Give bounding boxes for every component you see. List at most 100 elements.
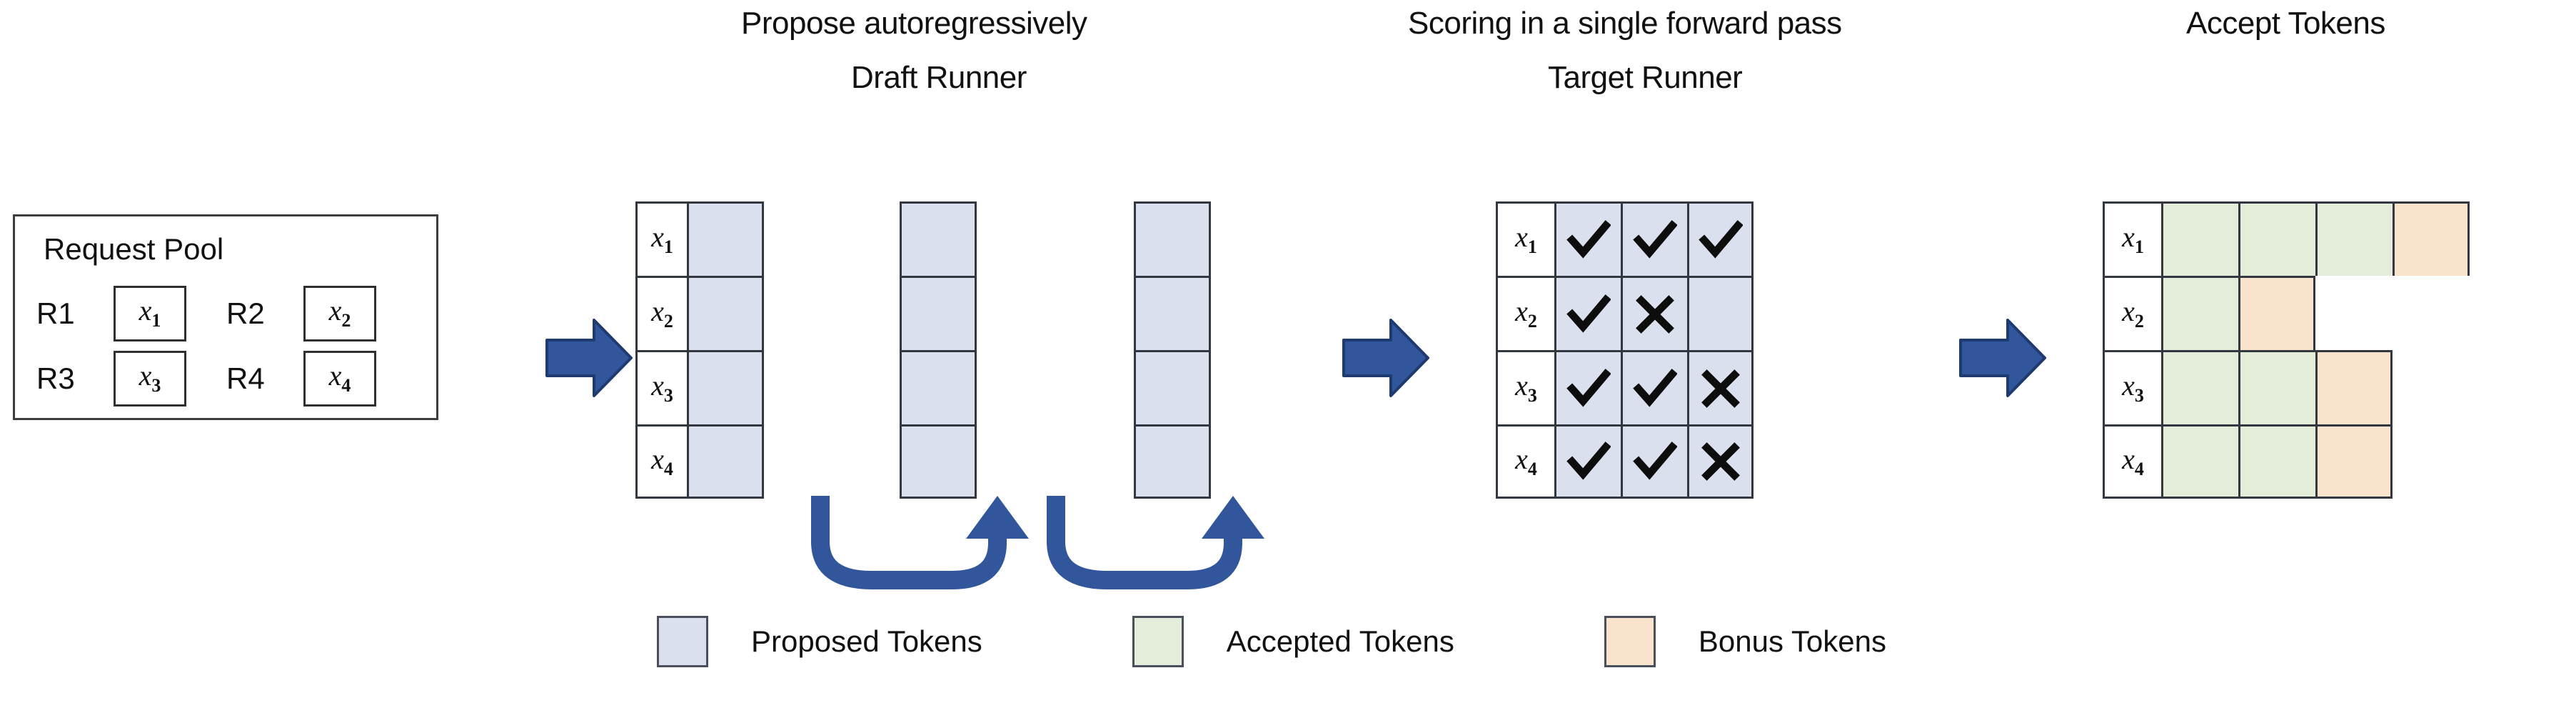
accept-cell-accepted[interactable] [2161,276,2238,350]
heading-accept-tokens: Accept Tokens [2186,6,2385,41]
check-icon [1633,368,1677,407]
target-row-label-4: x4 [1496,424,1554,499]
request-token-box-r2[interactable]: x2 [303,285,376,341]
draft-proposed-cell[interactable] [687,276,764,350]
accept-cell-bonus[interactable] [2393,201,2470,276]
legend-swatch-bonus [1604,616,1656,667]
draft-proposed-cell[interactable] [900,201,977,276]
legend-label-accepted: Accepted Tokens [1226,624,1454,658]
accept-cell-accepted[interactable] [2238,350,2315,424]
accept-cell-accepted[interactable] [2238,424,2315,499]
target-runner-row: x3 [1496,350,1754,424]
accept-tokens-row: x3 [2103,350,2470,424]
draft-runner-step-column-3[interactable] [1134,201,1211,499]
token-x1: x1 [139,294,161,331]
draft-row-label-1: x1 [635,201,689,276]
target-cell-empty[interactable] [1687,276,1754,350]
legend-label-proposed: Proposed Tokens [751,624,982,658]
token-x2: x2 [328,294,351,331]
accept-row-label-2: x2 [2103,276,2161,350]
accept-row-label-1: x1 [2103,201,2161,276]
target-runner-row: x2 [1496,276,1754,350]
request-token-box-r4[interactable]: x4 [303,350,376,407]
request-pool-panel: Request Pool R1 x1 R2 x2 R3 x3 R4 [13,214,438,420]
request-label-r4: R4 [226,361,265,395]
request-label-r2: R2 [226,296,265,330]
curved-loop-arrow-2 [1047,496,1264,589]
target-cell-cross[interactable] [1687,350,1754,424]
legend-item-accepted: Accepted Tokens [1132,616,1454,667]
draft-proposed-cell[interactable] [900,350,977,424]
target-runner-row: x4 [1496,424,1754,499]
draft-row-label-3: x3 [635,350,689,424]
accept-tokens-grid: x1 x2 x3 x4 [2103,201,2470,499]
legend-label-bonus: Bonus Tokens [1698,624,1886,658]
accept-cell-bonus[interactable] [2315,350,2393,424]
target-row-label-2: x2 [1496,276,1554,350]
draft-runner-step-column-1[interactable] [687,201,764,499]
target-cell-check[interactable] [1687,201,1754,276]
heading-propose-autoregressively: Propose autoregressively [741,6,1087,41]
token-x4: x4 [328,359,351,396]
target-cell-check[interactable] [1554,350,1621,424]
check-icon [1633,442,1677,480]
legend-item-bonus: Bonus Tokens [1604,616,1886,667]
draft-runner-label-column: x1 x2 x3 x4 [635,201,689,499]
legend: Proposed Tokens Accepted Tokens Bonus To… [657,616,1886,667]
draft-proposed-cell[interactable] [1134,201,1211,276]
request-token-box-r3[interactable]: x3 [114,350,186,407]
target-cell-check[interactable] [1554,424,1621,499]
block-arrow-draft-to-target [1342,319,1429,397]
draft-proposed-cell[interactable] [900,276,977,350]
accept-cell-bonus[interactable] [2315,424,2393,499]
check-icon [1566,294,1611,333]
draft-proposed-cell[interactable] [687,201,764,276]
block-arrow-pool-to-draft [545,319,633,397]
target-cell-check[interactable] [1554,276,1621,350]
target-cell-check[interactable] [1621,424,1687,499]
target-cell-cross[interactable] [1621,276,1687,350]
heading-scoring-single-forward-pass: Scoring in a single forward pass [1408,6,1842,41]
legend-item-proposed: Proposed Tokens [657,616,982,667]
cross-icon [1636,294,1674,334]
accept-cell-bonus[interactable] [2238,276,2315,350]
accept-cell-accepted[interactable] [2161,350,2238,424]
check-icon [1698,219,1743,259]
accept-tokens-row: x2 [2103,276,2470,350]
check-icon [1566,368,1611,407]
request-label-r3: R3 [36,361,75,395]
block-arrow-target-to-accept [1959,319,2046,397]
target-runner-grid: x1 x2 [1496,201,1754,499]
draft-proposed-cell[interactable] [1134,350,1211,424]
accept-cell-accepted[interactable] [2315,201,2393,276]
draft-row-label-4: x4 [635,424,689,499]
accept-row-label-3: x3 [2103,350,2161,424]
request-pool-grid: R1 x1 R2 x2 R3 x3 R4 x4 [31,281,428,411]
draft-proposed-cell[interactable] [1134,424,1211,499]
request-pool-title: Request Pool [44,232,224,266]
target-cell-check[interactable] [1554,201,1621,276]
legend-swatch-proposed [657,616,708,667]
draft-proposed-cell[interactable] [687,350,764,424]
accept-cell-accepted[interactable] [2161,424,2238,499]
draft-row-label-2: x2 [635,276,689,350]
heading-target-runner: Target Runner [1548,60,1743,95]
target-row-label-1: x1 [1496,201,1554,276]
accept-cell-accepted[interactable] [2161,201,2238,276]
draft-proposed-cell[interactable] [900,424,977,499]
accept-tokens-row: x4 [2103,424,2470,499]
target-cell-cross[interactable] [1687,424,1754,499]
accept-tokens-row: x1 [2103,201,2470,276]
target-cell-check[interactable] [1621,201,1687,276]
draft-proposed-cell[interactable] [687,424,764,499]
token-x3: x3 [139,359,161,396]
accept-cell-accepted[interactable] [2238,201,2315,276]
request-label-r1: R1 [36,296,75,330]
request-token-box-r1[interactable]: x1 [114,285,186,341]
draft-runner-step-column-2[interactable] [900,201,977,499]
target-runner-row: x1 [1496,201,1754,276]
accept-row-label-4: x4 [2103,424,2161,499]
draft-proposed-cell[interactable] [1134,276,1211,350]
target-cell-check[interactable] [1621,350,1687,424]
